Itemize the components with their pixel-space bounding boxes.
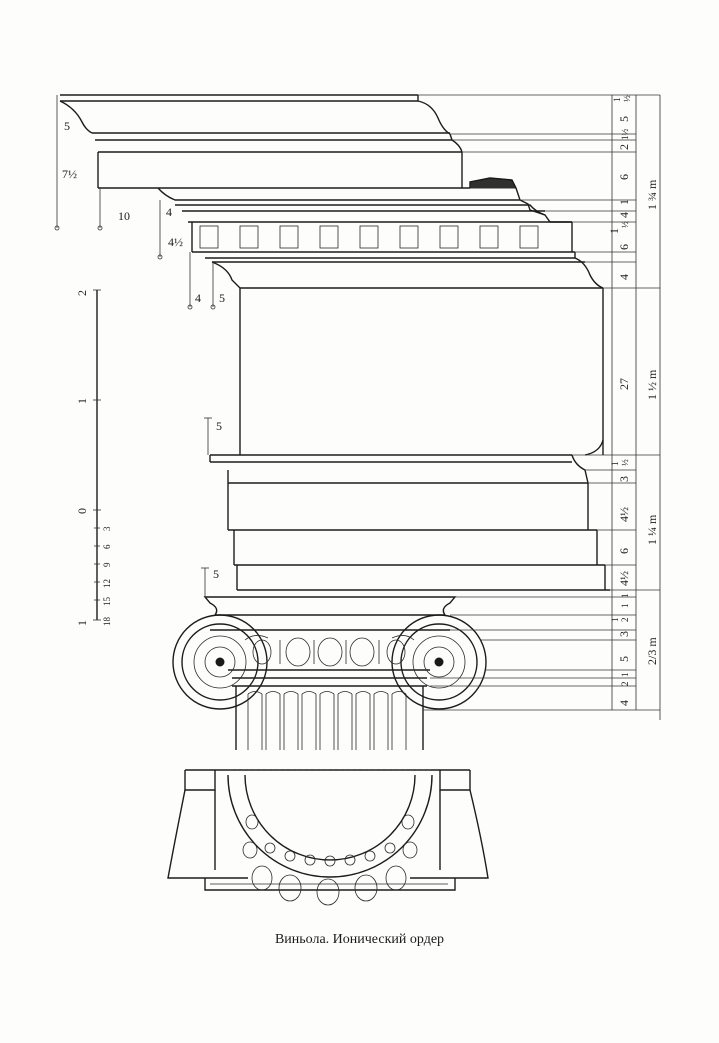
dim-architrave-bottom: 5 [213, 567, 219, 581]
frieze-total: 1 ½ m [645, 369, 659, 400]
scale-labels: 2 1 0 3 6 9 12 15 18 1 [75, 290, 112, 626]
part-frieze-2: 27 [617, 378, 631, 390]
part-cornice-3: 5 [617, 116, 631, 122]
scale-label-15: 15 [102, 597, 112, 607]
scale-label-end: 1 [75, 620, 89, 626]
scale-label-9: 9 [102, 562, 112, 567]
cornice [59, 94, 572, 223]
part-capital-9: 4 [617, 700, 631, 706]
dim-frieze-b: 5 [219, 291, 225, 305]
part-cornice-8: 4 [617, 212, 631, 218]
part-cornice-6: 6 [617, 174, 631, 180]
part-capital-1: 1 [620, 594, 630, 599]
dim-cornice-b: 7½ [62, 167, 77, 181]
capital-total: 2/3 m [645, 637, 659, 665]
part-architrave-6: 4½ [617, 571, 631, 586]
part-capital-4: 1 [610, 618, 620, 623]
left-dimension-labels: 5 7½ 10 4 4½ 4 5 5 5 [62, 119, 225, 581]
scale-label-18: 18 [102, 617, 112, 627]
dim-frieze-a: 4 [195, 291, 201, 305]
scale-label-12: 12 [102, 579, 112, 588]
part-cornice-9: ½ [620, 221, 630, 228]
part-architrave-5: 6 [617, 548, 631, 554]
capital-plan [167, 769, 489, 906]
dim-bed-b: 4½ [168, 235, 183, 249]
dim-cornice-a: 5 [64, 119, 70, 133]
part-architrave-3: 3 [617, 476, 631, 482]
part-cornice-4: 1½ [620, 129, 630, 141]
ionic-capital [172, 596, 487, 750]
part-capital-6: 5 [617, 656, 631, 662]
scale-label-3: 3 [102, 526, 112, 531]
scale-label-2: 2 [75, 290, 89, 296]
scale-label-6: 6 [102, 544, 112, 549]
figure-caption: Виньола. Ионический ордер [274, 932, 445, 947]
part-cornice-2: 1 [612, 98, 622, 103]
part-architrave-4: 4½ [617, 507, 631, 522]
part-capital-3: 2 [620, 618, 630, 623]
frieze [239, 287, 604, 456]
scale-label-1: 1 [75, 398, 89, 404]
left-dimension-leaders [54, 95, 216, 597]
scale-bar [93, 289, 101, 621]
part-capital-2: 1 [620, 604, 630, 609]
architrave-total: 1 ¼ m [645, 514, 659, 545]
dentil-course [191, 222, 604, 289]
scale-label-0: 0 [75, 508, 89, 514]
dim-architrave-top: 5 [216, 419, 222, 433]
part-cornice-1: ½ [622, 95, 632, 102]
part-cornice-5: 2 [617, 144, 631, 150]
part-frieze-1: 4 [617, 274, 631, 280]
part-cornice-7: 1 [617, 199, 631, 205]
dim-corona: 10 [118, 209, 130, 223]
architrave [209, 454, 610, 591]
part-capital-8: 2 [620, 682, 630, 687]
part-architrave-2: 1 [610, 462, 620, 467]
right-dimension-lines [418, 94, 661, 720]
part-architrave-1: ½ [620, 459, 630, 466]
part-cornice-10: 1 [607, 228, 621, 234]
right-part-labels: ½ 1 5 1½ 2 6 1 4 ½ 1 6 1 ¾ m 4 27 1 ½ m … [607, 95, 659, 706]
part-cornice-11: 6 [617, 244, 631, 250]
part-capital-5: 3 [617, 631, 631, 637]
cornice-total: 1 ¾ m [645, 179, 659, 210]
part-capital-7: 1 [620, 673, 630, 678]
dim-bed-a: 4 [166, 205, 172, 219]
